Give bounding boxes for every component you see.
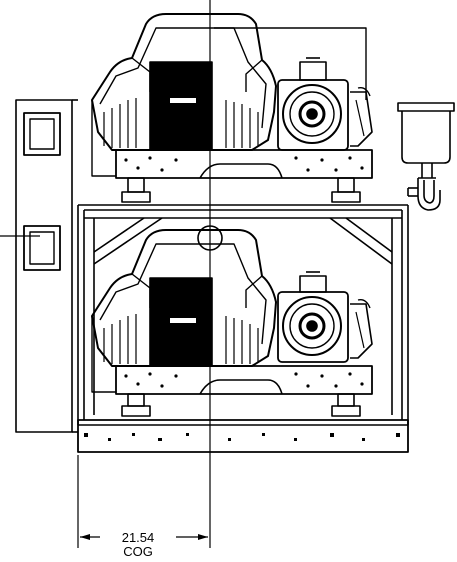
- lower-compressor-housing: [91, 229, 277, 367]
- dimension-value: 21.54: [122, 530, 155, 545]
- frame-structure: [77, 204, 409, 453]
- dimension-label: COG: [123, 544, 153, 559]
- upper-compressor-housing: [91, 13, 277, 151]
- lower-motor: [277, 271, 373, 363]
- control-panel: [15, 99, 78, 433]
- lower-compressor-module: [91, 225, 373, 417]
- cog-reference-lines: [0, 0, 211, 548]
- upper-motor: [277, 57, 373, 151]
- upper-compressor-module: [91, 13, 373, 203]
- cog-dimension-line: [80, 534, 208, 540]
- air-filter-canister: [397, 102, 455, 211]
- upper-compressor-cowl: [149, 61, 213, 151]
- skid-holes: [84, 433, 400, 441]
